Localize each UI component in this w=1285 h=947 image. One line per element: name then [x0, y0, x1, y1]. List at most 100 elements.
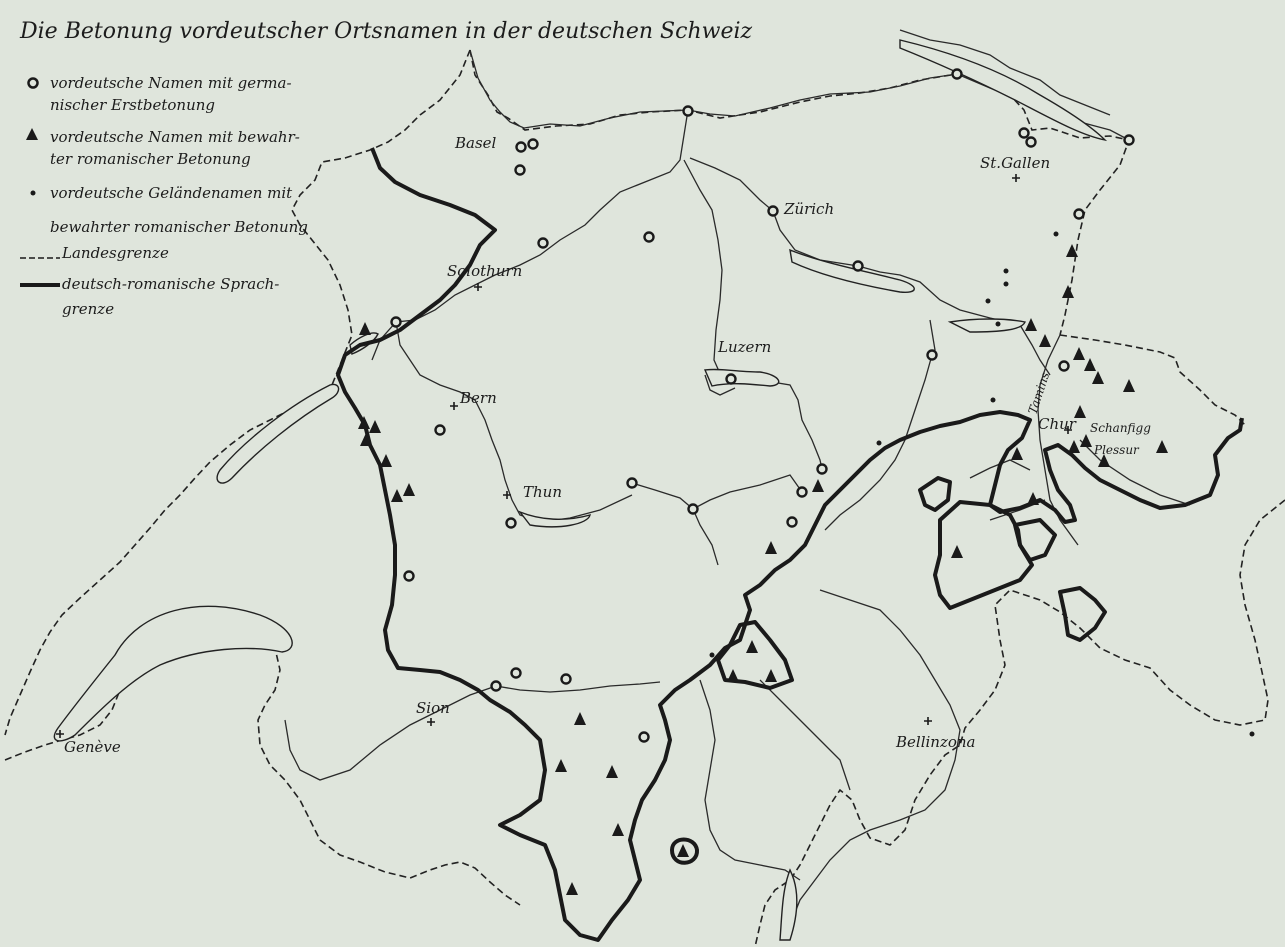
triangle-symbol [574, 712, 586, 725]
lake-thun [517, 510, 591, 528]
circle-symbol [434, 424, 446, 436]
marker-chur [1064, 426, 1072, 434]
dot-symbol [876, 440, 882, 446]
dot-symbol [1003, 281, 1009, 287]
triangle-symbol [1123, 379, 1135, 392]
triangle-symbol [765, 541, 777, 554]
legend-dot-line2: bewahrter romanischer Betonung [50, 218, 308, 236]
circle-symbol [1025, 136, 1037, 148]
label-bern: Bern [459, 389, 497, 407]
legend-circle-line1: vordeutsche Namen mit germa- [50, 74, 292, 92]
dot-symbol [990, 397, 996, 403]
triangle-symbol [812, 479, 824, 492]
legend-dot-symbol [30, 190, 36, 196]
circle-symbol [767, 205, 779, 217]
triangle-symbol [677, 844, 689, 857]
triangle-symbol [746, 640, 758, 653]
triangle-symbol [359, 322, 371, 335]
circle-symbol [1073, 208, 1085, 220]
circle-symbol [560, 673, 572, 685]
circle-symbol [1058, 360, 1070, 372]
triangle-symbol [360, 433, 372, 446]
lake-lucerne [703, 368, 780, 387]
legend-dashed-text: Landesgrenze [61, 244, 169, 262]
triangle-symbol [612, 823, 624, 836]
circle-symbol [490, 680, 502, 692]
circle-symbol [725, 373, 737, 385]
map-title: Die Betonung vordeutscher Ortsnamen in d… [19, 19, 753, 44]
circle-symbol [403, 570, 415, 582]
label-geneve: Genève [64, 738, 121, 756]
triangle-symbol [1080, 434, 1092, 447]
triangle-symbol [380, 454, 392, 467]
triangle-symbol [555, 759, 567, 772]
triangle-symbol [358, 416, 370, 429]
circle-symbol [682, 105, 694, 117]
circle-symbol [643, 231, 655, 243]
dot-symbol [1249, 731, 1255, 737]
enclave-2 [933, 500, 1034, 610]
dot-symbol [995, 321, 1001, 327]
label-stgallen: St.Gallen [980, 154, 1050, 172]
triangle-symbol [1066, 244, 1078, 257]
marker-bellinzona [924, 717, 932, 725]
triangle-symbol [727, 669, 739, 682]
legend-thick-line1: deutsch-romanische Sprach- [62, 275, 279, 293]
triangle-symbol [765, 669, 777, 682]
circle-symbol [1018, 127, 1030, 139]
label-sion: Sion [416, 699, 450, 717]
circle-symbol [510, 667, 522, 679]
marker-solothurn [474, 283, 482, 291]
legend-triangle-line1: vordeutsche Namen mit bewahr- [50, 128, 300, 146]
enclave-5 [716, 620, 794, 690]
triangle-symbol [403, 483, 415, 496]
legend-triangle-symbol [26, 128, 38, 140]
enclave-1 [918, 476, 952, 512]
dot-symbol [1003, 268, 1009, 274]
marker-thun [503, 491, 511, 499]
dot-symbols [709, 231, 1255, 737]
triangle-symbol [1092, 371, 1104, 384]
lake-geneva [53, 605, 293, 742]
circle-symbol [537, 237, 549, 249]
circle-symbol [786, 516, 798, 528]
triangle-symbol [1084, 358, 1096, 371]
marker-sion [427, 718, 435, 726]
legend-circle-symbol [27, 77, 39, 89]
dot-symbol [709, 652, 715, 658]
circle-symbol [505, 517, 517, 529]
label-basel: Basel [454, 134, 497, 152]
triangle-symbol [606, 765, 618, 778]
triangle-symbol [1098, 454, 1110, 467]
triangle-symbol [1074, 405, 1086, 418]
legend-dot-line1: vordeutsche Geländenamen mit [50, 184, 293, 202]
triangle-symbol [1068, 440, 1080, 453]
lake-maggiore [779, 868, 798, 941]
triangle-symbol [1025, 318, 1037, 331]
lake-zurich [789, 248, 915, 294]
label-plessur: Plessur [1093, 443, 1140, 457]
label-luzern: Luzern [717, 338, 771, 356]
marker-stgallen [1012, 174, 1020, 182]
city-markers [56, 174, 1072, 738]
circle-symbol [390, 316, 402, 328]
legend: vordeutsche Namen mit germa- nischer Ers… [20, 74, 308, 318]
circle-symbol [514, 164, 526, 176]
triangle-symbol [1156, 440, 1168, 453]
dot-symbol [985, 298, 991, 304]
legend-thick-line2: grenze [62, 300, 114, 318]
circle-symbol [687, 503, 699, 515]
circle-symbol [626, 477, 638, 489]
triangle-symbol [369, 420, 381, 433]
circle-symbols [390, 68, 1135, 743]
marker-bern [450, 402, 458, 410]
region-labels: Tamins Schanfigg Plessur [1026, 370, 1152, 457]
label-solothurn: Solothurn [447, 262, 522, 280]
circle-symbol [926, 349, 938, 361]
triangle-symbol [1062, 285, 1074, 298]
lake-neuchatel [216, 383, 340, 484]
label-bellinzona: Bellinzona [895, 733, 976, 751]
